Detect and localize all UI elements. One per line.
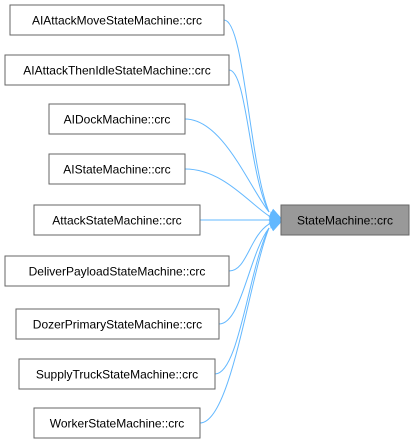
target-node[interactable]: StateMachine::crc — [280, 204, 410, 236]
source-node-label: AIAttackThenIdleStateMachine::crc — [23, 64, 210, 78]
nodes: StateMachine::crc AIAttackMoveStateMachi… — [4, 4, 410, 439]
source-node-box — [9, 4, 225, 36]
source-node-aistate[interactable]: AIStateMachine::crc — [48, 153, 186, 185]
edge-aiattackthenidle — [228, 69, 270, 213]
source-node-label: WorkerStateMachine::crc — [50, 417, 185, 431]
edge-deliverpayload — [228, 223, 270, 272]
arrowhead-workerstate — [268, 220, 283, 232]
source-node-box — [18, 358, 216, 390]
source-node-aiattackthenidle[interactable]: AIAttackThenIdleStateMachine::crc — [4, 54, 230, 86]
source-node-label: AIDockMachine::crc — [64, 113, 171, 127]
target-node-label: StateMachine::crc — [297, 214, 393, 228]
source-node-workerstate[interactable]: WorkerStateMachine::crc — [33, 407, 201, 439]
source-node-supplytruck[interactable]: SupplyTruckStateMachine::crc — [18, 358, 216, 390]
source-node-dozerprimary[interactable]: DozerPrimaryStateMachine::crc — [15, 308, 220, 340]
source-node-box — [48, 153, 186, 185]
source-node-box — [33, 407, 201, 439]
edge-supplytruck — [214, 227, 270, 375]
source-node-label: AIStateMachine::crc — [63, 163, 170, 177]
edge-workerstate — [199, 227, 270, 424]
edge-aidock — [184, 118, 270, 213]
source-node-aidock[interactable]: AIDockMachine::crc — [48, 103, 186, 135]
source-node-deliverpayload[interactable]: DeliverPayloadStateMachine::crc — [4, 255, 230, 287]
edge-aistate — [184, 168, 270, 217]
source-node-label: AIAttackMoveStateMachine::crc — [32, 14, 202, 28]
source-node-label: DeliverPayloadStateMachine::crc — [29, 265, 206, 279]
source-node-box — [4, 255, 230, 287]
source-node-box — [48, 103, 186, 135]
source-node-aiattackmove[interactable]: AIAttackMoveStateMachine::crc — [9, 4, 225, 36]
source-node-label: AttackStateMachine::crc — [52, 214, 181, 228]
source-node-label: SupplyTruckStateMachine::crc — [36, 368, 198, 382]
edges — [184, 19, 283, 424]
source-node-label: DozerPrimaryStateMachine::crc — [33, 318, 202, 332]
edge-dozerprimary — [218, 227, 270, 325]
source-node-box — [33, 204, 201, 236]
target-node-box — [280, 204, 410, 236]
source-node-box — [15, 308, 220, 340]
source-node-box — [4, 54, 230, 86]
source-node-attackstate[interactable]: AttackStateMachine::crc — [33, 204, 201, 236]
edge-aiattackmove — [223, 19, 270, 213]
